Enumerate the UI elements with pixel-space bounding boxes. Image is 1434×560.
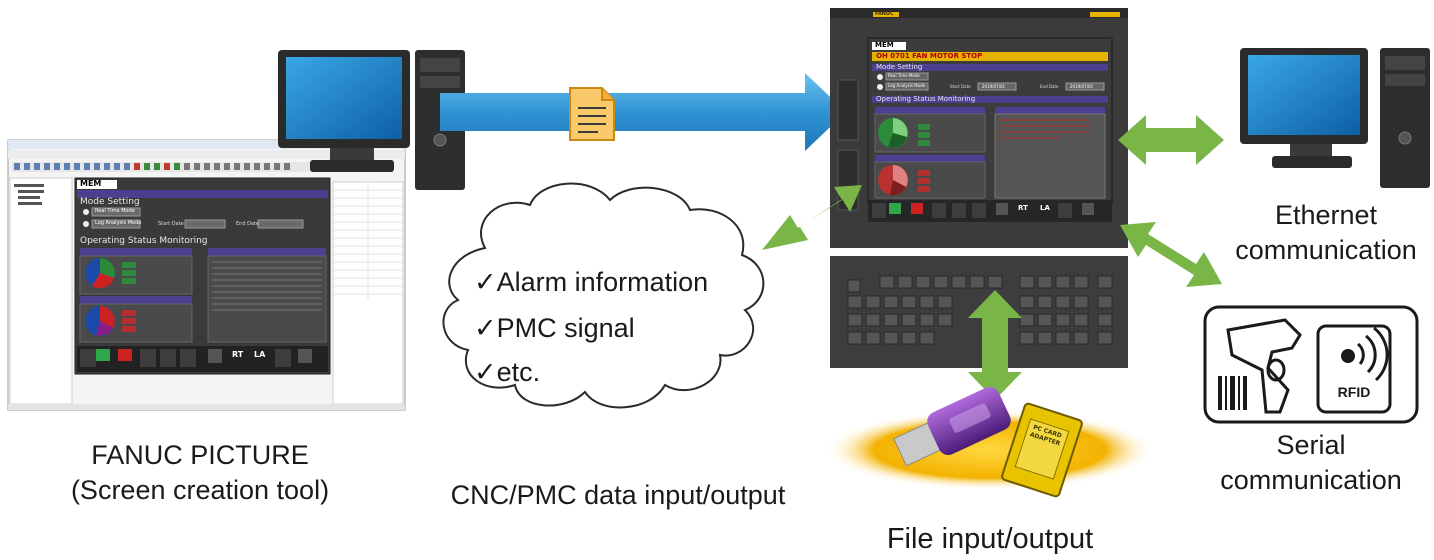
tool-pie-chart-1 [85,258,115,289]
cloud-item-list: ✓Alarm information ✓PMC signal ✓etc. [474,265,708,390]
tool-monitoring-title: Operating Status Monitoring [80,236,208,246]
cnc-la-key: LA [1040,204,1050,212]
cnc-pie-chart-2 [878,165,908,196]
tool-rt-key: RT [232,350,244,359]
cnc-monitoring-title: Operating Status Monitoring [876,95,976,103]
ethernet-subtitle: communication [1235,235,1417,265]
cloud-item-text: etc. [496,357,541,387]
green-arrow-ethernet [1118,115,1224,165]
serial-caption: Serial communication [1205,428,1417,498]
usb-stick-icon [893,386,1011,467]
toolbar-icons [12,162,312,172]
serial-devices-box [1203,305,1419,424]
ethernet-caption: Ethernet communication [1220,198,1432,268]
tool-mode-badge: MEM [80,179,102,188]
cnc-start-value: 2019/07/01 [982,84,1006,89]
check-icon: ✓ [474,267,497,297]
cloud-item-pmc: ✓PMC signal [474,311,708,355]
cnc-end-label: End Date [1040,84,1059,89]
barcode-scanner-icon [1226,318,1302,414]
cnc-rt-key: RT [1018,204,1028,212]
cnc-mode-1-button: Real Time Mode [888,73,920,78]
cnc-unit [830,8,1128,368]
serial-title: Serial [1276,430,1346,460]
cnc-end-value: 2019/07/05 [1070,84,1094,89]
cnc-mode-setting-title: Mode Setting [876,63,923,71]
file-io-caption: File input/output [886,523,1094,555]
desktop-pc-right [1240,48,1430,188]
cloud-shape [442,182,765,409]
green-arrow-file [968,290,1022,400]
check-icon: ✓ [474,357,497,387]
cloud-item-etc: ✓etc. [474,355,708,390]
check-icon: ✓ [474,313,497,343]
tool-mode-1-button: Real Time Mode [95,208,135,214]
tool-end-label: End Date [236,221,260,227]
barcode-icon [1218,376,1247,410]
cnc-mode-2-button: Log Analysis Mode [888,83,926,88]
blue-arrow [440,73,846,151]
tool-mode-setting-title: Mode Setting [80,197,140,207]
cnc-pie-chart-1 [878,118,908,148]
cloud-item-alarm: ✓Alarm information [474,265,708,311]
cnc-mode-badge: MEM [875,41,894,49]
cloud-item-text: PMC signal [496,313,635,343]
tool-pie-chart-2 [85,306,115,336]
cloud-item-text: Alarm information [496,267,709,297]
document-icon [569,87,615,141]
cnc-brand: FANUC [875,11,894,17]
ethernet-title: Ethernet [1274,200,1378,230]
green-arrow-serial [1120,222,1222,287]
file-devices [825,386,1155,498]
serial-subtitle: communication [1220,465,1402,495]
green-arrow-cnc-cloud [762,185,862,250]
tool-start-label: Start Date [158,221,184,227]
tool-window [7,139,406,411]
fanuc-picture-title: FANUC PICTURE [91,440,309,470]
cnc-start-label: Start Date [950,84,971,89]
keyboard-keys [847,275,1113,345]
fanuc-picture-subtitle: (Screen creation tool) [70,475,330,505]
fanuc-picture-caption: FANUC PICTURE (Screen creation tool) [55,438,345,508]
rfid-label: RFID [1337,384,1371,400]
cnc-pmc-caption: CNC/PMC data input/output [450,480,786,510]
tool-la-key: LA [254,350,266,359]
tool-mode-2-button: Log Analysis Mode [95,220,142,226]
cnc-alarm-line: OH 0701 FAN MOTOR STOP [876,52,983,60]
rfid-icon [1316,324,1392,414]
pc-card-icon [1001,402,1083,498]
green-arrows [762,115,1224,400]
